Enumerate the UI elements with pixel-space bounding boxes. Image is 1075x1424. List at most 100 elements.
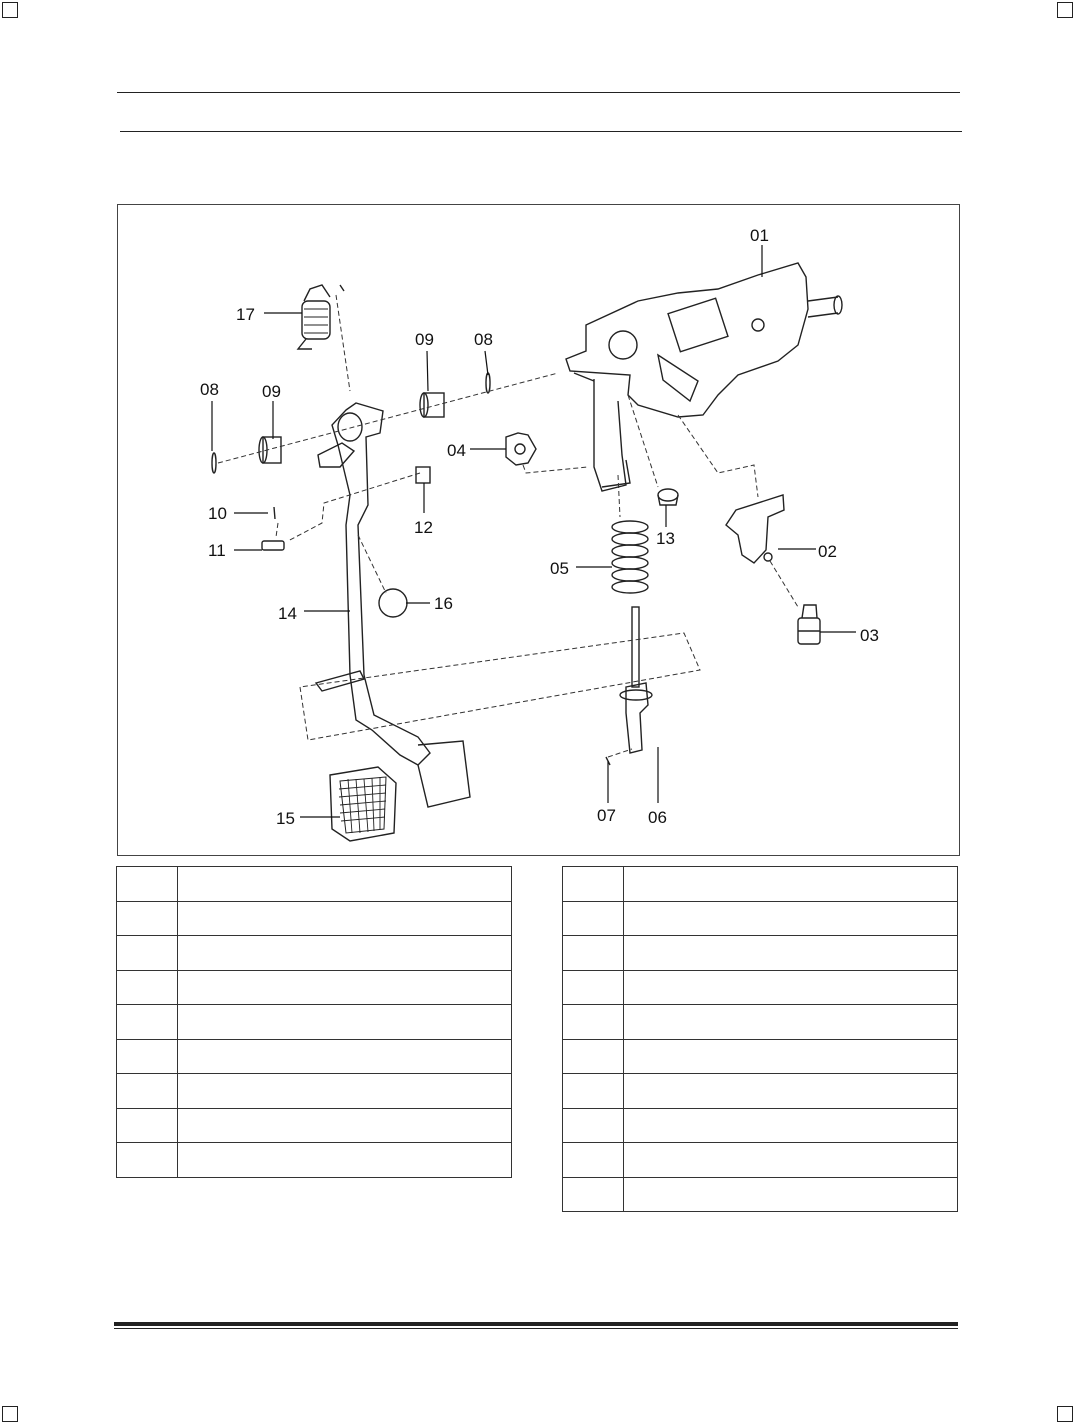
table-row bbox=[562, 1073, 959, 1109]
e-ring-part-left bbox=[211, 452, 217, 474]
table-row bbox=[116, 935, 513, 971]
bush-part bbox=[505, 432, 537, 466]
table-row bbox=[562, 969, 959, 1005]
rubber-stopper-part bbox=[378, 588, 408, 618]
callout-13: 13 bbox=[656, 529, 675, 548]
table-row bbox=[116, 1038, 513, 1074]
callout-08-left: 08 bbox=[200, 380, 219, 399]
leader-lines bbox=[211, 245, 856, 818]
part-number-cell bbox=[562, 935, 624, 971]
part-number-cell bbox=[562, 1107, 624, 1143]
callout-07: 07 bbox=[597, 806, 616, 825]
callout-08-right: 08 bbox=[474, 330, 493, 349]
part-number-cell bbox=[116, 1073, 178, 1109]
callout-05: 05 bbox=[550, 559, 569, 578]
part-number-cell bbox=[562, 969, 624, 1005]
switch-bracket-part bbox=[725, 494, 785, 564]
table-row bbox=[562, 1038, 959, 1074]
part-number-cell bbox=[562, 1142, 624, 1178]
table-row bbox=[116, 1142, 513, 1178]
callout-15: 15 bbox=[276, 809, 295, 828]
crop-mark-bottom-right bbox=[1057, 1406, 1073, 1422]
table-row bbox=[562, 1107, 959, 1143]
part-number-cell bbox=[116, 1004, 178, 1040]
assembly-lines bbox=[217, 294, 799, 758]
clevis-pin-part bbox=[261, 540, 285, 551]
callout-09-left: 09 bbox=[262, 382, 281, 401]
pedal-bracket-part bbox=[565, 262, 843, 492]
pedal-assembly-drawing: 01 02 03 04 05 06 07 08 08 09 09 10 11 1… bbox=[200, 226, 879, 842]
pivot-bush-part-right bbox=[419, 392, 445, 418]
cotter-pin-part bbox=[273, 506, 276, 520]
part-number-cell bbox=[116, 969, 178, 1005]
part-number-cell bbox=[116, 866, 178, 902]
part-number-cell bbox=[562, 866, 624, 902]
part-description-cell bbox=[176, 1142, 513, 1178]
part-number-cell bbox=[562, 1176, 624, 1212]
part-description-cell bbox=[622, 1107, 959, 1143]
tension-spring-part bbox=[296, 284, 345, 350]
collar-part bbox=[415, 466, 431, 484]
part-number-cell bbox=[116, 935, 178, 971]
return-spring-part bbox=[611, 520, 649, 594]
part-number-cell bbox=[116, 1142, 178, 1178]
table-row bbox=[116, 866, 513, 902]
parts-table-left bbox=[116, 866, 513, 1178]
crop-mark-top-right bbox=[1057, 2, 1073, 18]
part-description-cell bbox=[622, 1038, 959, 1074]
callout-14: 14 bbox=[278, 604, 297, 623]
part-description-cell bbox=[622, 1176, 959, 1212]
pedal-pad-part bbox=[329, 766, 397, 842]
part-number-cell bbox=[562, 1073, 624, 1109]
part-description-cell bbox=[176, 1038, 513, 1074]
part-description-cell bbox=[176, 900, 513, 936]
callout-16: 16 bbox=[434, 594, 453, 613]
exploded-view-figure: 01 02 03 04 05 06 07 08 08 09 09 10 11 1… bbox=[117, 204, 960, 856]
footer-rule-thick bbox=[114, 1322, 958, 1326]
table-row bbox=[562, 1004, 959, 1040]
callout-04: 04 bbox=[447, 441, 466, 460]
part-number-cell bbox=[562, 900, 624, 936]
table-row bbox=[562, 866, 959, 902]
callout-03: 03 bbox=[860, 626, 879, 645]
callout-labels: 01 02 03 04 05 06 07 08 08 09 09 10 11 1… bbox=[200, 226, 879, 828]
table-row bbox=[562, 900, 959, 936]
table-row bbox=[116, 1073, 513, 1109]
part-description-cell bbox=[176, 1107, 513, 1143]
pivot-bush-part-left bbox=[258, 436, 282, 464]
part-number-cell bbox=[562, 1004, 624, 1040]
e-ring-part-right bbox=[485, 372, 491, 394]
part-description-cell bbox=[176, 866, 513, 902]
table-row bbox=[116, 1004, 513, 1040]
part-description-cell bbox=[176, 1073, 513, 1109]
parts-table-right bbox=[562, 866, 959, 1212]
part-description-cell bbox=[622, 900, 959, 936]
table-row bbox=[562, 1142, 959, 1178]
part-description-cell bbox=[622, 969, 959, 1005]
table-row bbox=[116, 1107, 513, 1143]
callout-02: 02 bbox=[818, 542, 837, 561]
callout-17: 17 bbox=[236, 305, 255, 324]
stopper-part bbox=[657, 488, 679, 506]
part-number-cell bbox=[116, 1038, 178, 1074]
push-rod-part bbox=[619, 606, 653, 754]
part-description-cell bbox=[622, 1004, 959, 1040]
callout-10: 10 bbox=[208, 504, 227, 523]
table-row bbox=[116, 900, 513, 936]
footer-rule-thin bbox=[114, 1328, 958, 1329]
stop-lamp-switch-part bbox=[797, 604, 821, 645]
callout-01: 01 bbox=[750, 226, 769, 245]
table-row bbox=[562, 935, 959, 971]
callout-12: 12 bbox=[414, 518, 433, 537]
callout-09-right: 09 bbox=[415, 330, 434, 349]
part-description-cell bbox=[622, 1073, 959, 1109]
part-description-cell bbox=[622, 935, 959, 971]
table-row bbox=[562, 1176, 959, 1212]
part-number-cell bbox=[116, 900, 178, 936]
part-description-cell bbox=[176, 1004, 513, 1040]
part-description-cell bbox=[176, 935, 513, 971]
part-number-cell bbox=[562, 1038, 624, 1074]
crop-mark-bottom-left bbox=[2, 1406, 18, 1422]
table-row bbox=[116, 969, 513, 1005]
pedal-arm-part bbox=[314, 402, 471, 808]
